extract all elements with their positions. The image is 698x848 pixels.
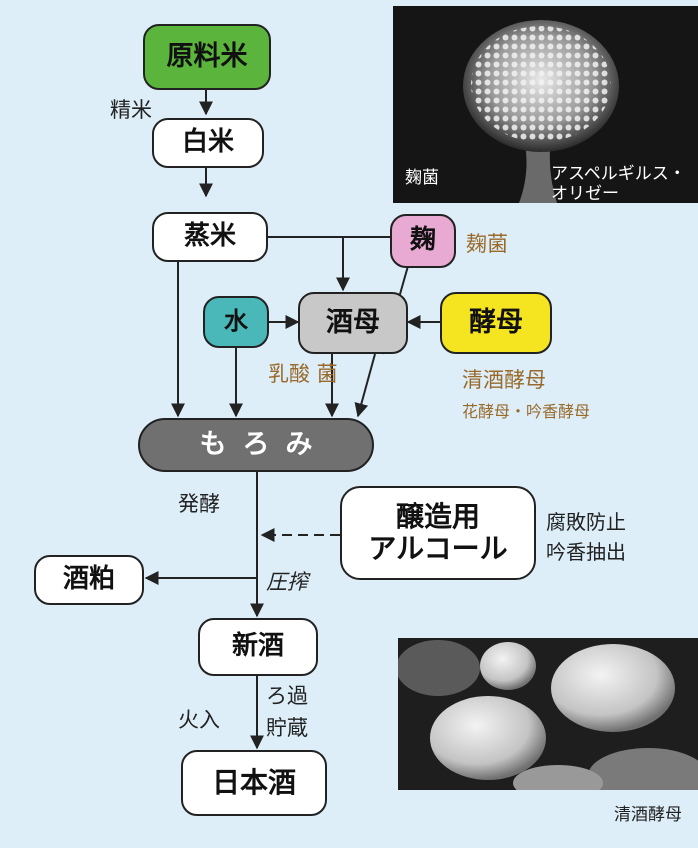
sake-yeast-image <box>398 640 698 790</box>
nyusankin-label: 乳酸 菌 <box>268 362 338 386</box>
shinshu-node: 新酒 <box>198 618 318 676</box>
chozo-label: 貯蔵 <box>266 716 308 740</box>
koji-node: 麹 <box>390 214 456 268</box>
mushimai-node: 蒸米 <box>152 212 268 262</box>
fuhai-boshi-label: 腐敗防止 <box>546 510 626 534</box>
kojikin-label: 麹菌 <box>466 232 508 256</box>
nihonshu-node: 日本酒 <box>181 750 327 816</box>
sake-yeast-photo <box>398 638 698 790</box>
hana-kobo-label: 花酵母・吟香酵母 <box>462 402 591 421</box>
koji-mold-caption: 麹菌 <box>405 168 439 188</box>
roka-label: ろ過 <box>266 684 308 708</box>
mizu-node: 水 <box>203 296 269 348</box>
kobo-node: 酵母 <box>440 292 552 354</box>
ginka-chushutsu-label: 吟香抽出 <box>546 540 626 564</box>
assaku-label: 圧搾 <box>266 570 308 594</box>
hakko-label: 発酵 <box>178 492 220 516</box>
brewing-alcohol-line2: アルコール <box>368 532 508 565</box>
moromi-node: もろみ <box>138 418 374 472</box>
brewing-alcohol-node: 醸造用 アルコール <box>340 486 536 580</box>
seishu-kobo-label: 清酒酵母 <box>462 368 546 392</box>
koji-mold-image <box>463 20 619 203</box>
koji-mold-photo: 麹菌 アスペルギルス・ オリゼー <box>393 6 698 203</box>
seimai-label: 精米 <box>110 98 152 122</box>
brewing-alcohol-line1: 醸造用 <box>395 499 480 533</box>
genryomai-node: 原料米 <box>143 24 271 90</box>
hakumai-node: 白米 <box>152 118 264 168</box>
aspergillus-caption-line1: アスペルギルス・ <box>551 164 686 184</box>
aspergillus-caption-line2: オリゼー <box>551 184 619 203</box>
sake-yeast-caption: 清酒酵母 <box>614 805 682 825</box>
sakekasu-node: 酒粕 <box>34 555 144 605</box>
hiire-label: 火入 <box>178 708 220 732</box>
shubo-node: 酒母 <box>298 292 408 354</box>
